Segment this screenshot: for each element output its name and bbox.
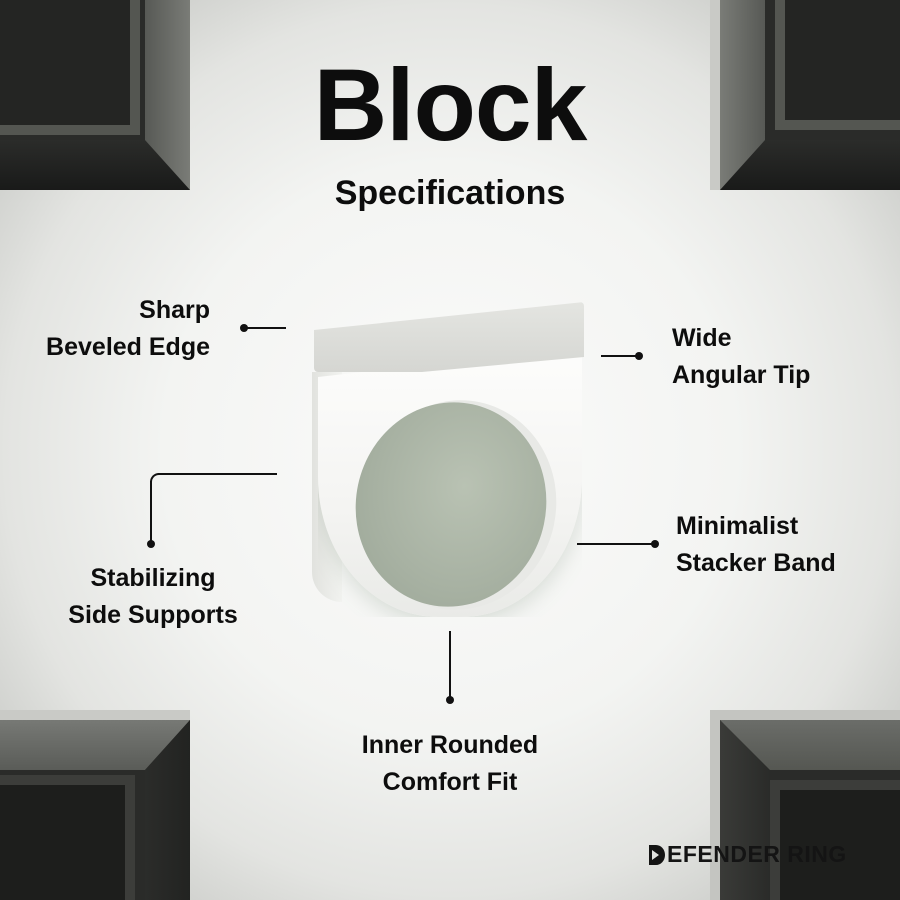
callout-connector-stabilizing-corner xyxy=(150,473,160,483)
callout-minimalist-stacker-band: Minimalist Stacker Band xyxy=(676,508,836,582)
callout-connector-stabilizing-v xyxy=(150,481,152,543)
brand-logo: EFENDER RING xyxy=(649,841,847,868)
callout-dot-stabilizing-side-supports xyxy=(147,540,155,548)
callout-sharp-beveled-edge: Sharp Beveled Edge xyxy=(20,292,210,366)
callout-dot-wide-angular-tip xyxy=(635,352,643,360)
callout-dot-minimalist-stacker-band xyxy=(651,540,659,548)
callout-line-1: Sharp xyxy=(139,296,210,324)
callout-connector-minimalist-stacker-band xyxy=(577,543,655,545)
corner-frame-bottom-right xyxy=(710,710,900,900)
callout-line-1: Inner Rounded xyxy=(361,731,539,759)
callout-connector-sharp-beveled-edge xyxy=(244,327,286,329)
brand-name: EFENDER RING xyxy=(667,841,847,867)
callout-line-1: Minimalist xyxy=(676,512,799,540)
ring-image xyxy=(310,302,590,629)
callout-inner-rounded-comfort-fit: Inner Rounded Comfort Fit xyxy=(340,727,560,801)
callout-dot-inner-rounded-comfort-fit xyxy=(446,696,454,704)
callout-stabilizing-side-supports: Stabilizing Side Supports xyxy=(52,560,254,634)
callout-wide-angular-tip: Wide Angular Tip xyxy=(672,320,810,394)
callout-line-2: Stacker Band xyxy=(676,549,836,577)
brand-d-arrow-icon xyxy=(649,844,665,865)
callout-connector-inner-rounded-comfort-fit xyxy=(449,631,451,699)
callout-line-2: Angular Tip xyxy=(672,361,811,389)
corner-frame-top-left xyxy=(0,0,190,190)
page-title: Block xyxy=(313,48,588,162)
corner-frame-bottom-left xyxy=(0,710,190,900)
callout-line-1: Stabilizing xyxy=(90,564,216,592)
corner-frame-top-right xyxy=(710,0,900,190)
page-subtitle: Specifications xyxy=(334,174,566,212)
callout-connector-stabilizing-h xyxy=(158,473,277,475)
callout-line-2: Comfort Fit xyxy=(382,768,518,796)
callout-line-1: Wide xyxy=(672,324,732,352)
callout-line-2: Beveled Edge xyxy=(46,333,210,361)
callout-connector-wide-angular-tip xyxy=(601,355,639,357)
callout-line-2: Side Supports xyxy=(68,601,238,629)
